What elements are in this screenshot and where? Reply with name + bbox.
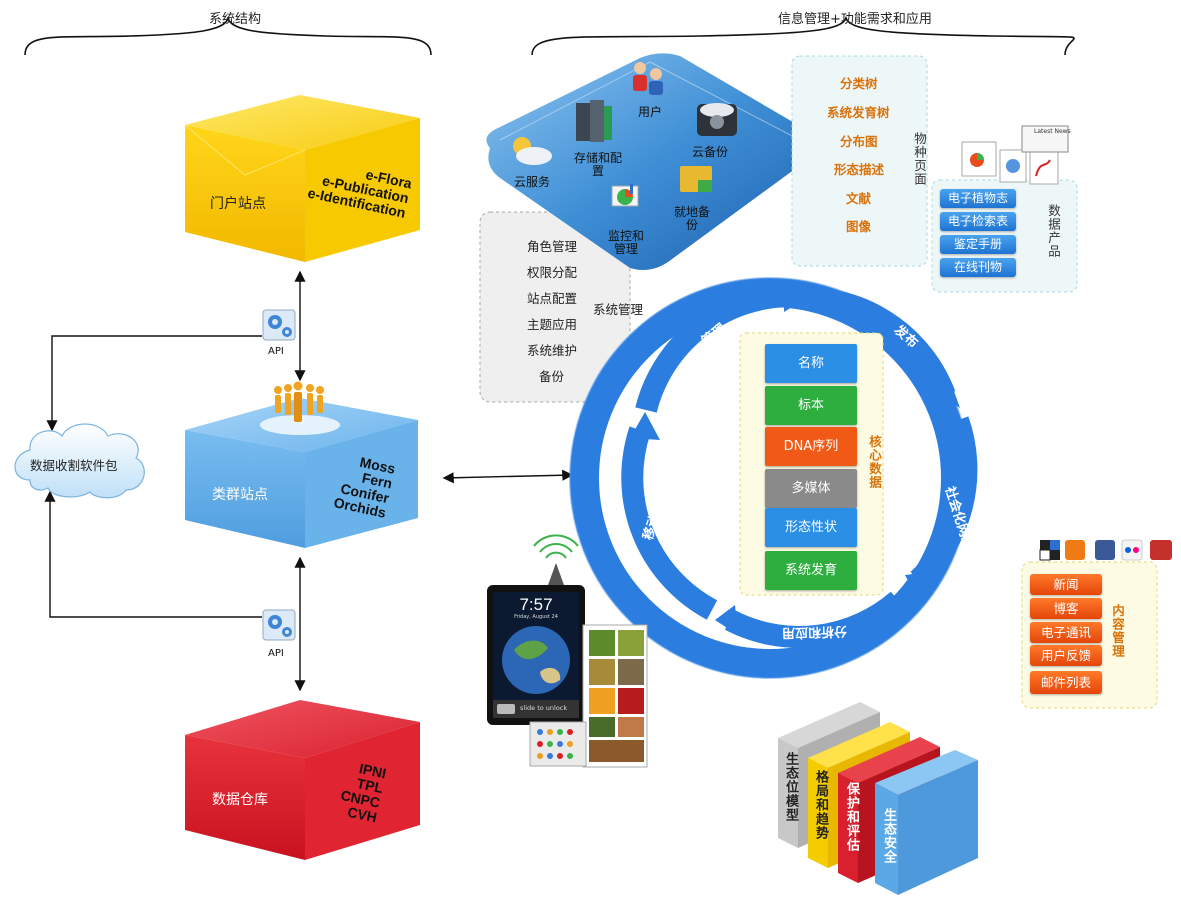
core-data-item[interactable]: DNA序列 — [765, 427, 857, 466]
warehouse-cube — [185, 700, 420, 860]
species-item-images[interactable]: 图像 — [846, 219, 872, 234]
species-pages-title: 物种页面 — [912, 132, 927, 186]
folder-icon — [680, 166, 712, 192]
eco-security: 生态安全 — [881, 808, 896, 864]
cloud-backup-icon — [697, 103, 737, 136]
phone-slider[interactable]: slide to unlock — [520, 704, 568, 712]
content-blog[interactable]: 博客 — [1030, 598, 1102, 619]
content-news[interactable]: 新闻 — [1030, 574, 1102, 595]
eco-conservation: 保护和评估 — [844, 782, 859, 852]
content-feedback[interactable]: 用户反馈 — [1030, 645, 1102, 666]
species-item-literature[interactable]: 文献 — [846, 191, 872, 206]
warehouse-label: 数据仓库 — [212, 792, 268, 808]
cloud-label: 数据收割软件包 — [30, 458, 118, 473]
portal-cube — [184, 95, 420, 262]
sys-item-theme: 主题应用 — [527, 317, 578, 332]
product-id-manual[interactable]: 鉴定手册 — [940, 235, 1016, 254]
left-brace — [24, 17, 432, 56]
api-gear-top — [262, 309, 296, 341]
sys-item-permission: 权限分配 — [527, 265, 578, 280]
storage-label: 存储和配置 — [573, 151, 622, 178]
core-data-item[interactable]: 标本 — [765, 386, 857, 425]
species-item-morphology[interactable]: 形态描述 — [834, 162, 885, 177]
cloud-backup-label: 云备份 — [692, 145, 729, 159]
social-icons — [1039, 539, 1172, 561]
content-mailing-list[interactable]: 邮件列表 — [1030, 671, 1102, 694]
cycle-ring — [569, 277, 978, 679]
photo-grid — [529, 624, 648, 768]
sys-item-backup: 备份 — [539, 369, 565, 384]
taxon-label: 类群站点 — [212, 487, 268, 503]
local-backup-label: 就地备份 — [673, 205, 710, 232]
product-e-flora[interactable]: 电子植物志 — [940, 189, 1016, 208]
monitor-label: 监控和管理 — [607, 229, 644, 256]
product-online-journal[interactable]: 在线刊物 — [940, 258, 1016, 277]
portal-label: 门户站点 — [210, 196, 266, 212]
cloud-service-label: 云服务 — [514, 175, 551, 189]
users-icon — [633, 62, 663, 95]
right-brace — [531, 15, 1075, 56]
cycle-analysis: 分析和应用 — [781, 622, 848, 641]
phone-time: 7:57 — [519, 595, 553, 614]
core-data-title: 核心数据 — [867, 435, 882, 489]
core-data-item[interactable]: 系统发育 — [765, 551, 857, 590]
api-label-top: API — [268, 346, 284, 357]
phone-date: Friday, August 24 — [514, 614, 558, 620]
left-section-title: 系统结构 — [209, 12, 262, 27]
taxon-cube — [185, 398, 418, 548]
chart-icon — [611, 184, 639, 207]
sys-management-title: 系统管理 — [593, 302, 644, 317]
server-icon — [576, 100, 612, 142]
species-item-phylogeny-tree[interactable]: 系统发育树 — [827, 105, 890, 120]
users-label: 用户 — [638, 105, 663, 119]
phone-device — [487, 534, 585, 725]
api-gear-bottom — [262, 609, 296, 641]
eco-blue-box — [875, 750, 978, 895]
core-data-item[interactable]: 多媒体 — [765, 469, 857, 508]
core-data-item[interactable]: 名称 — [765, 344, 857, 383]
sys-item-role: 角色管理 — [527, 239, 578, 254]
document-icons — [961, 125, 1069, 185]
data-products-title: 数据产品 — [1046, 204, 1061, 258]
weather-icon — [513, 137, 552, 165]
eco-niche-model: 生态位模型 — [783, 752, 798, 822]
species-item-taxonomy-tree[interactable]: 分类树 — [840, 76, 878, 91]
people-group — [274, 381, 324, 422]
core-data-item[interactable]: 形态性状 — [765, 508, 857, 547]
news-icon-label: Latest News — [1034, 128, 1071, 135]
api-label-bottom: API — [268, 648, 284, 659]
cloud-shape — [14, 423, 145, 499]
right-section-title: 信息管理+功能需求和应用 — [778, 12, 932, 27]
sys-item-maintenance: 系统维护 — [527, 343, 578, 358]
eco-pattern-trend: 格局和趋势 — [813, 770, 828, 840]
content-newsletter[interactable]: 电子通讯 — [1030, 622, 1102, 643]
product-e-key[interactable]: 电子检索表 — [940, 212, 1016, 231]
species-item-distribution[interactable]: 分布图 — [840, 134, 878, 149]
sys-item-site-config: 站点配置 — [527, 291, 578, 306]
content-management-title: 内容管理 — [1110, 604, 1125, 658]
